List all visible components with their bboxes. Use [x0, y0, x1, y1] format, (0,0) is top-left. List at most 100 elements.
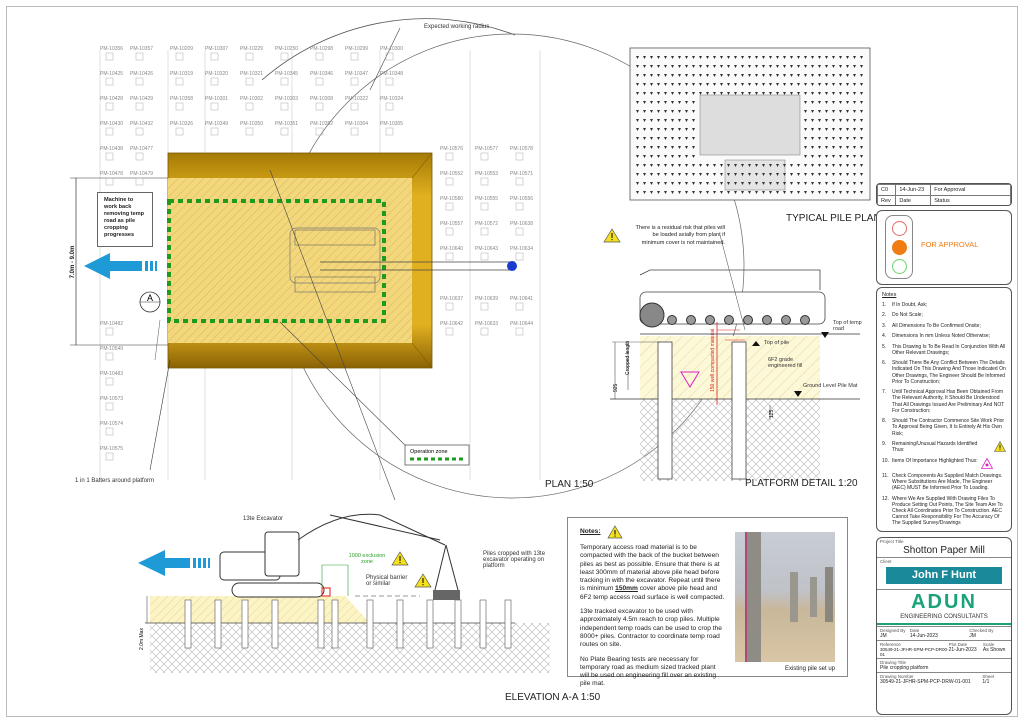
fill-label: 6F2 grade engineered fill [768, 357, 803, 369]
pile-marker [135, 77, 144, 86]
elevation-pile [426, 599, 434, 649]
pile-label: PM-10356 [100, 46, 123, 52]
pile-symbol [755, 74, 758, 77]
pile-symbol [671, 92, 674, 95]
pile-marker [105, 327, 114, 336]
general-note-item: 10.Items Of Importance Highlighted Thus: [882, 457, 1006, 469]
pile-symbol [636, 155, 639, 158]
track-roller [762, 315, 772, 325]
pile-symbol [811, 146, 814, 149]
general-note-item: 2.Do Not Scale; [882, 312, 923, 319]
general-note-item: 1.If In Doubt, Ask; [882, 302, 928, 308]
pile-symbol [643, 164, 646, 167]
pile-symbol [678, 137, 681, 140]
pile-symbol [657, 164, 660, 167]
pile-symbol [811, 83, 814, 86]
pile-symbol [748, 92, 751, 95]
pile-symbol [853, 92, 856, 95]
pile-symbol [853, 65, 856, 68]
pile-symbol [818, 65, 821, 68]
pile-symbol [643, 83, 646, 86]
pile-symbol [853, 83, 856, 86]
general-note-item: 4.Dimensions In mm Unless Noted Otherwis… [882, 333, 991, 340]
pile-symbol [727, 83, 730, 86]
pile-symbol [643, 146, 646, 149]
pile-symbol [678, 128, 681, 131]
pile-symbol [776, 74, 779, 77]
pile-symbol [657, 101, 660, 104]
pile-symbol [643, 155, 646, 158]
pile-label: PM-10479 [130, 171, 153, 177]
pile-symbol [825, 83, 828, 86]
pile-symbol [797, 164, 800, 167]
pile-label: PM-10483 [100, 371, 123, 377]
pile-symbol [832, 128, 835, 131]
max-height-label: 2.0m Max [139, 628, 145, 650]
pile-label: PM-10477 [130, 146, 153, 152]
pile-symbol [853, 146, 856, 149]
pile-symbol [727, 182, 730, 185]
plan-dimension: 7.0m - 9.0m [70, 246, 76, 279]
pile-marker [445, 177, 454, 186]
pile-symbol [692, 110, 695, 113]
pile-symbol [748, 74, 751, 77]
pile-symbol [860, 92, 863, 95]
pile-symbol [846, 119, 849, 122]
cropped-length-label: Cropped length [625, 341, 631, 375]
pile-symbol [671, 74, 674, 77]
pile-symbol [860, 101, 863, 104]
pile-marker [135, 52, 144, 61]
pile-marker [480, 327, 489, 336]
drawing-number: 30549-21-JFHR-SPM-PCP-DRW-01-001 [880, 679, 971, 685]
pile-symbol [755, 173, 758, 176]
pile-symbol [811, 74, 814, 77]
pile-symbol [804, 155, 807, 158]
pile-symbol [825, 182, 828, 185]
pile-symbol [720, 92, 723, 95]
pile-symbol [804, 74, 807, 77]
elevation-drawing [145, 513, 550, 673]
pile-symbol [755, 92, 758, 95]
pile-symbol [720, 164, 723, 167]
pile-symbol [804, 92, 807, 95]
pile-label: PM-10641 [510, 296, 533, 302]
pile-symbol [818, 56, 821, 59]
pile-symbol [776, 65, 779, 68]
pile-symbol [685, 92, 688, 95]
general-note-item: 7.Until Technical Approval Has Been Obta… [882, 389, 1005, 414]
pile-symbol [832, 110, 835, 113]
pile-symbol [664, 191, 667, 194]
pile-symbol [832, 83, 835, 86]
pile-label: PM-10571 [510, 171, 533, 177]
pile-marker [135, 152, 144, 161]
pile-symbol [699, 164, 702, 167]
pile-symbol [692, 92, 695, 95]
track-roller [667, 315, 677, 325]
pile-symbol [685, 191, 688, 194]
site-note-2: 13te tracked excavator to be used with a… [580, 608, 722, 649]
pile-symbol [762, 83, 765, 86]
pile-symbol [706, 56, 709, 59]
pile-symbol [657, 128, 660, 131]
pile-symbol [671, 56, 674, 59]
pile-symbol [790, 164, 793, 167]
pile-symbol [664, 155, 667, 158]
pile-symbol [664, 164, 667, 167]
approval-status-label: FOR APPROVAL [921, 240, 979, 249]
pile-marker [445, 227, 454, 236]
pile-marker [280, 127, 289, 136]
pile-symbol [636, 83, 639, 86]
pile-symbol [671, 137, 674, 140]
pile-symbol [825, 164, 828, 167]
elevation-pile [331, 599, 339, 649]
pile-symbol [713, 92, 716, 95]
pile-symbol [692, 146, 695, 149]
pile-symbol [685, 182, 688, 185]
pile-symbol [853, 173, 856, 176]
pile-symbol [776, 191, 779, 194]
pile-symbol [741, 83, 744, 86]
dim-925: 925 [613, 383, 619, 392]
pile-symbol [643, 128, 646, 131]
pile-symbol [832, 137, 835, 140]
